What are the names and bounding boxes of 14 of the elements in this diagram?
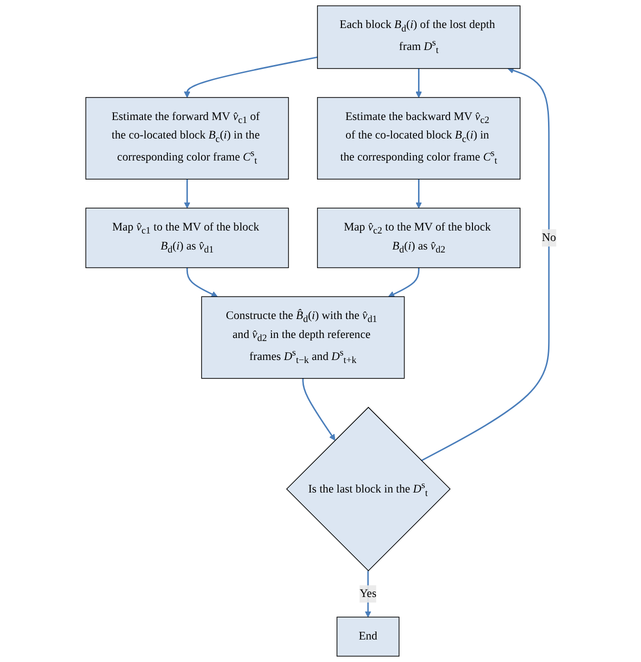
arrow (184, 179, 190, 208)
arrow (415, 68, 422, 98)
node-box: Map v̂$_{c2}$ to the MV of the block B$_{d}$(i) as v̂$_{d2}$ (316, 208, 520, 268)
arrow (388, 268, 420, 298)
edge-label: Yes (359, 587, 376, 600)
arrow (184, 56, 318, 98)
arrow (186, 268, 218, 298)
arrow (420, 67, 550, 462)
arrow (364, 570, 371, 618)
arrow (415, 179, 422, 208)
node-box: End (336, 616, 400, 657)
arrow (302, 378, 335, 441)
edge-label: No (541, 231, 556, 244)
node-box: Map v̂$_{c1}$ to the MV of the block B$_{d}$(i) as v̂$_{d1}$ (85, 208, 288, 268)
